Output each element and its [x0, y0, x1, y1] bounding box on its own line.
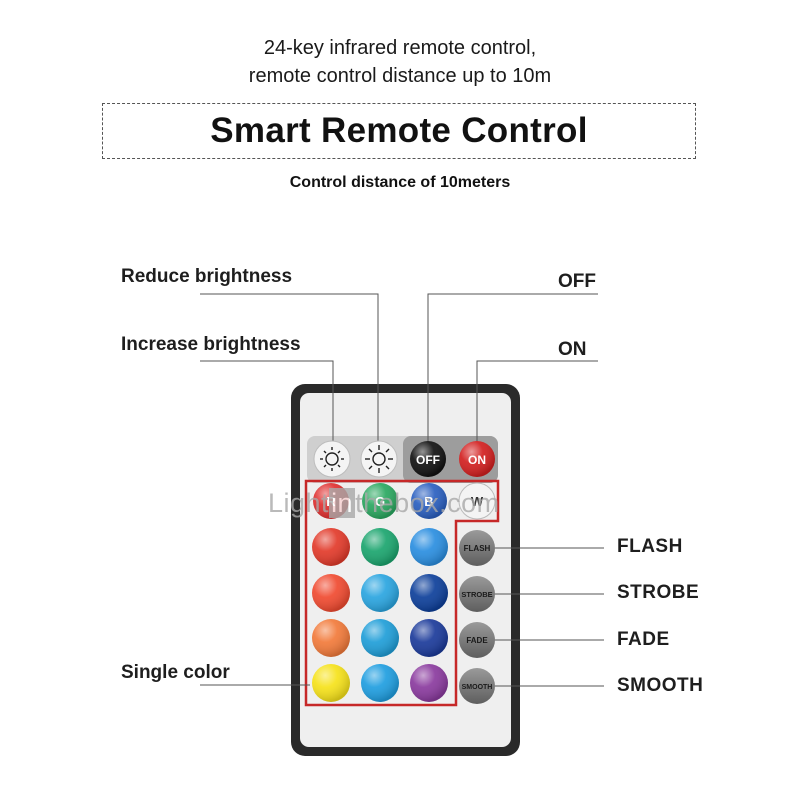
strobe-button-label: STROBE: [461, 590, 492, 599]
brightness-up-icon: [365, 445, 393, 473]
line-on: [476, 360, 598, 445]
flash-button-label: FLASH: [464, 544, 491, 553]
color-button[interactable]: [361, 619, 399, 657]
on-button[interactable]: ON: [459, 441, 495, 477]
label-smooth: SMOOTH: [617, 675, 704, 696]
color-button[interactable]: [361, 528, 399, 566]
title-box: Smart Remote Control: [102, 103, 696, 159]
subtitle-line-2: remote control distance up to 10m: [248, 65, 552, 87]
fade-button-label: FADE: [466, 636, 488, 645]
single-color-frame: [304, 479, 500, 707]
color-button[interactable]: [312, 528, 350, 566]
fade-button[interactable]: FADE: [459, 622, 495, 658]
white-button-label: W: [471, 494, 484, 509]
watermark-mid: in: [329, 488, 356, 518]
color-button[interactable]: [410, 664, 448, 702]
page-title: Smart Remote Control: [210, 111, 588, 150]
label-increase-brightness: Increase brightness: [121, 334, 301, 355]
brightness-down-button[interactable]: [313, 440, 351, 478]
label-reduce-brightness: Reduce brightness: [121, 266, 293, 287]
smooth-button-label: SMOOTH: [462, 684, 493, 691]
label-flash: FLASH: [617, 536, 683, 557]
watermark-pre: Light: [268, 488, 330, 518]
strobe-button[interactable]: STROBE: [459, 576, 495, 612]
line-increase-brightness: [200, 360, 334, 445]
color-button[interactable]: [410, 574, 448, 612]
color-button[interactable]: [312, 574, 350, 612]
subtitle-line-1: 24-key infrared remote control,: [263, 37, 537, 59]
color-button[interactable]: [361, 574, 399, 612]
label-fade: FADE: [617, 629, 670, 650]
blue-button[interactable]: B: [411, 483, 447, 519]
white-button[interactable]: W: [458, 482, 496, 520]
callout-lines: [200, 293, 604, 687]
color-button[interactable]: [312, 664, 350, 702]
label-off: OFF: [558, 271, 596, 292]
watermark-post: thebox.com: [355, 488, 500, 518]
label-on: ON: [558, 339, 587, 360]
flash-button[interactable]: FLASH: [459, 530, 495, 566]
off-button-label: OFF: [416, 453, 440, 467]
blue-button-label: B: [424, 494, 433, 509]
color-button[interactable]: [410, 528, 448, 566]
color-button[interactable]: [361, 664, 399, 702]
line-off: [427, 293, 598, 445]
color-button[interactable]: [312, 619, 350, 657]
brightness-down-icon: [320, 447, 344, 471]
brightness-up-button[interactable]: [360, 440, 398, 478]
caption: Control distance of 10meters: [289, 174, 511, 191]
label-strobe: STROBE: [617, 582, 700, 603]
off-button[interactable]: OFF: [410, 441, 446, 477]
line-reduce-brightness: [200, 293, 379, 445]
smooth-button[interactable]: SMOOTH: [459, 668, 495, 704]
on-button-label: ON: [468, 453, 486, 467]
green-button-label: G: [375, 494, 385, 509]
label-single-color: Single color: [121, 662, 230, 683]
green-button[interactable]: G: [362, 483, 398, 519]
watermark: Lightinthebox.com: [268, 488, 500, 519]
color-button[interactable]: [410, 619, 448, 657]
